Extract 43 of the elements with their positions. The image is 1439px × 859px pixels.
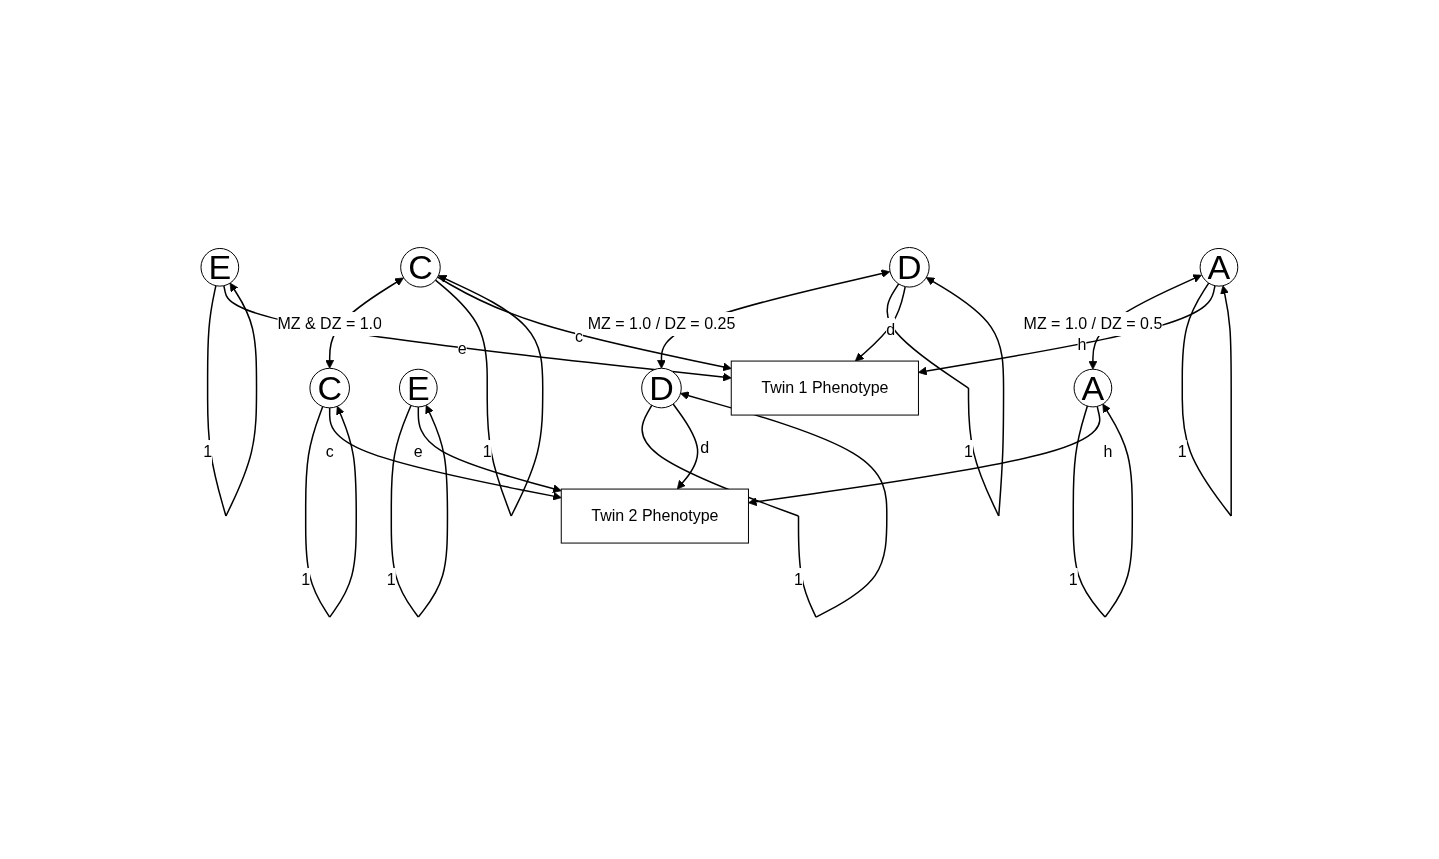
node-circle: C — [400, 247, 441, 288]
arrow — [855, 285, 907, 362]
node-circle: D — [889, 247, 930, 288]
edge-label: MZ & DZ = 1.0 — [277, 315, 383, 333]
arrow — [672, 403, 699, 490]
node-circle: A — [1199, 247, 1239, 287]
arrow — [417, 406, 562, 493]
edge-label: h — [1077, 335, 1087, 353]
edge-label: d — [886, 320, 896, 338]
edge-label: e — [413, 443, 423, 461]
arrow — [305, 405, 358, 618]
arrow — [1072, 403, 1134, 618]
arrow — [436, 276, 732, 372]
arrow — [329, 407, 562, 501]
arrow — [886, 277, 1005, 517]
edge-label: MZ = 1.0 / DZ = 0.25 — [587, 315, 736, 333]
arrow — [748, 405, 1101, 507]
node-circle: A — [1073, 368, 1113, 408]
node-circle: C — [309, 367, 351, 409]
edge-label: 1 — [482, 443, 492, 461]
edge-label: 1 — [964, 443, 974, 461]
edge-label: 1 — [301, 571, 311, 589]
node-circle: E — [399, 368, 438, 408]
edge-label: 1 — [386, 571, 396, 589]
node-box: Twin 2 Phenotype — [560, 488, 750, 544]
edge-label: h — [1103, 443, 1113, 461]
edge-label: c — [575, 327, 584, 345]
edge-label: 1 — [203, 443, 213, 461]
edge-label: e — [457, 339, 467, 357]
edge-label: 1 — [1177, 443, 1187, 461]
arrow — [1181, 282, 1232, 517]
node-circle: E — [200, 247, 240, 287]
arrow — [390, 404, 449, 618]
edge-label: MZ = 1.0 / DZ = 0.5 — [1023, 315, 1163, 333]
arrow — [641, 391, 888, 618]
edge-label: d — [700, 438, 710, 456]
edge-label: c — [325, 443, 334, 461]
arrow — [434, 274, 544, 517]
edge-label: 1 — [794, 571, 804, 589]
edge-label: 1 — [1068, 571, 1078, 589]
node-circle: D — [641, 367, 682, 409]
node-box: Twin 1 Phenotype — [730, 360, 920, 416]
arrow — [206, 282, 258, 517]
